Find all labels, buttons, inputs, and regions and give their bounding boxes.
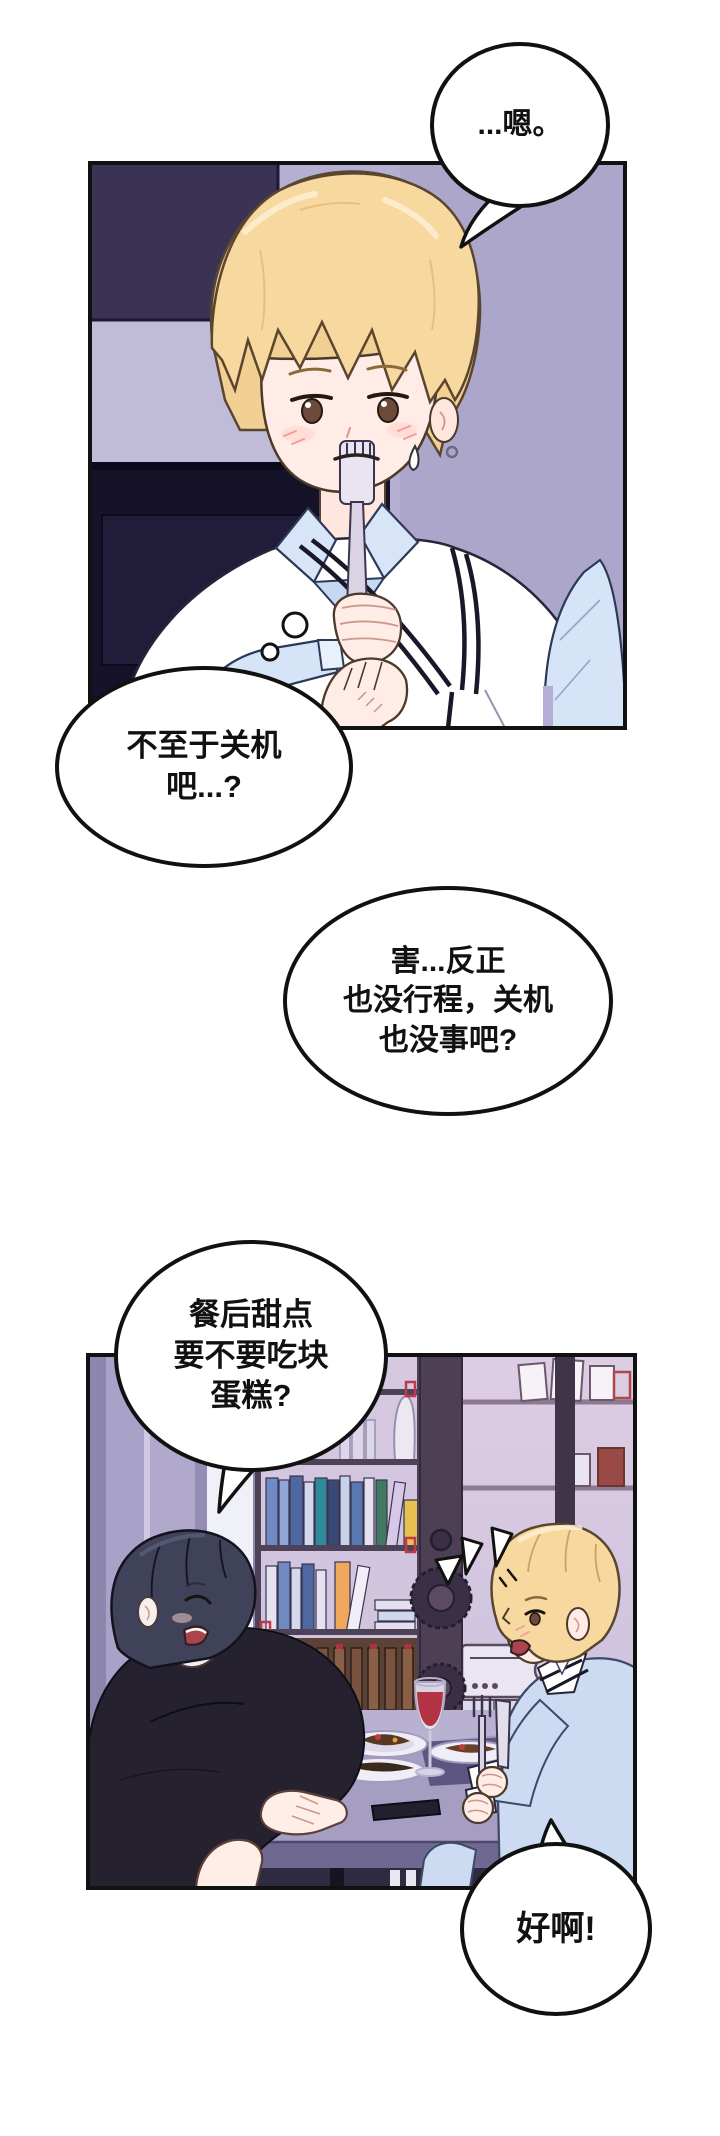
bubble-text: ...嗯。 [477,108,563,142]
sweat-drop-icon [408,443,420,472]
hand-holding-fork [332,592,403,665]
frame-post [555,1355,575,1530]
blond-character-panel1 [118,170,625,728]
wine-glass [413,1677,447,1777]
dark-haired-character [88,1529,366,1888]
thought-bubble: 不至于关机 吧...? [55,666,353,868]
bubble-text: 不至于关机 吧...? [126,728,282,804]
excitement-mark-icon [434,1526,518,1588]
second-hand [320,657,409,728]
fork-icon [333,440,380,505]
bubble-text: 好啊! [516,1909,596,1948]
panel-1-border [88,161,627,730]
ear-earring-icon [429,397,459,459]
panel-1-art [90,163,625,728]
blond-character-panel2 [418,1522,635,1888]
bubble-text: 害...反正 也没行程，关机 也没事吧? [343,944,553,1057]
speech-bubble: 餐后甜点 要不要吃块 蛋糕? [114,1240,388,1472]
fork-icon [472,1694,492,1773]
speech-bubble: 好啊! [460,1842,652,2016]
thought-dots-icon [260,611,309,662]
speech-bubble: ...嗯。 [430,42,610,208]
speech-bubble: 害...反正 也没行程，关机 也没事吧? [283,886,613,1116]
bubble-text: 餐后甜点 要不要吃块 蛋糕? [173,1296,329,1414]
phone-icon [370,1798,442,1822]
